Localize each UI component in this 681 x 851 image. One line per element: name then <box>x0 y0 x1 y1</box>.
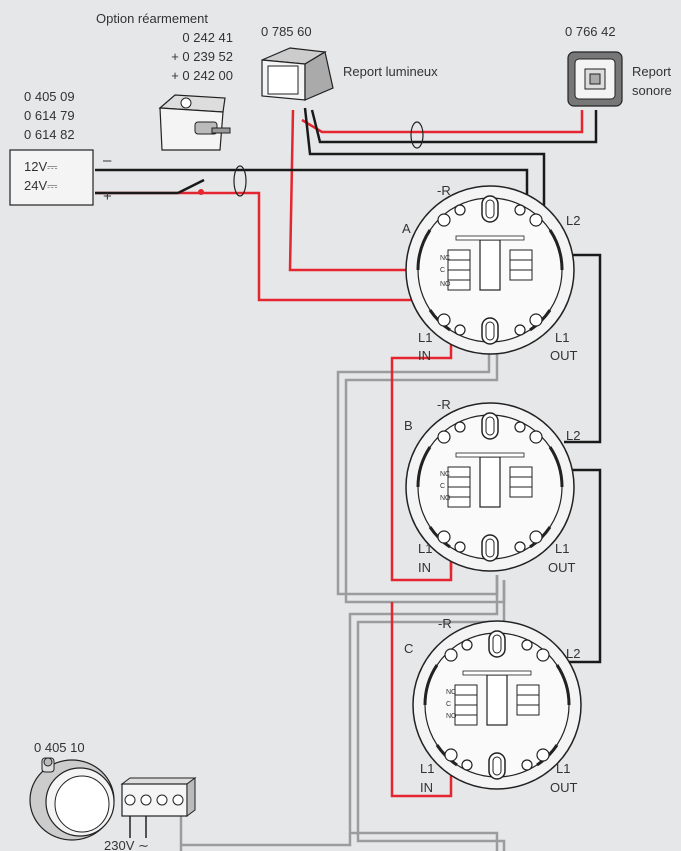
terminal-block-icon <box>120 777 197 838</box>
report-son-label-1: Report <box>632 64 671 79</box>
detector-b-in: IN <box>418 560 431 575</box>
detector-c-r: -R <box>438 616 452 631</box>
grey-wires <box>179 322 506 851</box>
psu-12v-label: 12V⎓ <box>24 159 58 174</box>
sound-indicator-icon <box>567 51 623 107</box>
power-supply-box <box>9 149 94 206</box>
detector-c-nc: NC <box>446 689 456 696</box>
psu-ref-1: 0 405 09 <box>24 89 75 104</box>
detector-a-nc: NC <box>440 255 450 262</box>
detector-a-l2: L2 <box>566 213 580 228</box>
psu-minus-label: – <box>103 152 112 169</box>
report-son-label-2: sonore <box>632 83 672 98</box>
detector-a-no: NO <box>440 281 451 288</box>
detector-c-l1-out: L1 <box>556 761 570 776</box>
detector-c-l2: L2 <box>566 646 580 661</box>
psu-ref-2: 0 614 79 <box>24 108 75 123</box>
detector-b-l1: L1 <box>418 541 432 556</box>
detector-b-l2: L2 <box>566 428 580 443</box>
sensor-icon <box>29 757 115 841</box>
cable-sleeve <box>233 165 247 197</box>
detector-a-in: IN <box>418 348 431 363</box>
detector-a-id: A <box>402 221 411 236</box>
detector-c-in: IN <box>420 780 433 795</box>
detector-b-l1-out: L1 <box>555 541 569 556</box>
option-title: Option réarmement <box>96 11 208 26</box>
detector-a <box>404 184 576 356</box>
detector-c-id: C <box>404 641 413 656</box>
detector-a-l1: L1 <box>418 330 432 345</box>
report-lum-ref: 0 785 60 <box>261 24 312 39</box>
detector-b-no: NO <box>440 495 451 502</box>
key-switch-icon <box>158 94 231 151</box>
option-ref-2: + 0 239 52 <box>171 49 233 64</box>
option-ref-1: 0 242 41 <box>182 30 233 45</box>
sensor-ref: 0 405 10 <box>34 740 85 755</box>
psu-plus-label: + <box>103 188 112 205</box>
psu-ref-3: 0 614 82 <box>24 127 75 142</box>
detector-c-l1: L1 <box>420 761 434 776</box>
light-indicator-icon <box>261 47 334 101</box>
detector-c-no: NO <box>446 713 457 720</box>
detector-a-l1-out: L1 <box>555 330 569 345</box>
cable-sleeve <box>410 121 424 149</box>
detector-a-c: C <box>440 267 445 274</box>
detector-c-c: C <box>446 701 451 708</box>
detector-c-out: OUT <box>550 780 578 795</box>
detector-b-out: OUT <box>548 560 576 575</box>
mains-label: 230V ∼ <box>104 838 149 851</box>
detector-b-nc: NC <box>440 471 450 478</box>
report-son-ref: 0 766 42 <box>565 24 616 39</box>
detector-b-r: -R <box>437 397 451 412</box>
detector-a-out: OUT <box>550 348 578 363</box>
detector-b-c: C <box>440 483 445 490</box>
detector-b-id: B <box>404 418 413 433</box>
report-lum-label: Report lumineux <box>343 64 438 79</box>
black-wires <box>95 107 602 664</box>
psu-24v-label: 24V⎓ <box>24 178 58 193</box>
option-ref-3: + 0 242 00 <box>171 68 233 83</box>
switch-contact <box>198 189 204 195</box>
detector-a-r: -R <box>437 183 451 198</box>
